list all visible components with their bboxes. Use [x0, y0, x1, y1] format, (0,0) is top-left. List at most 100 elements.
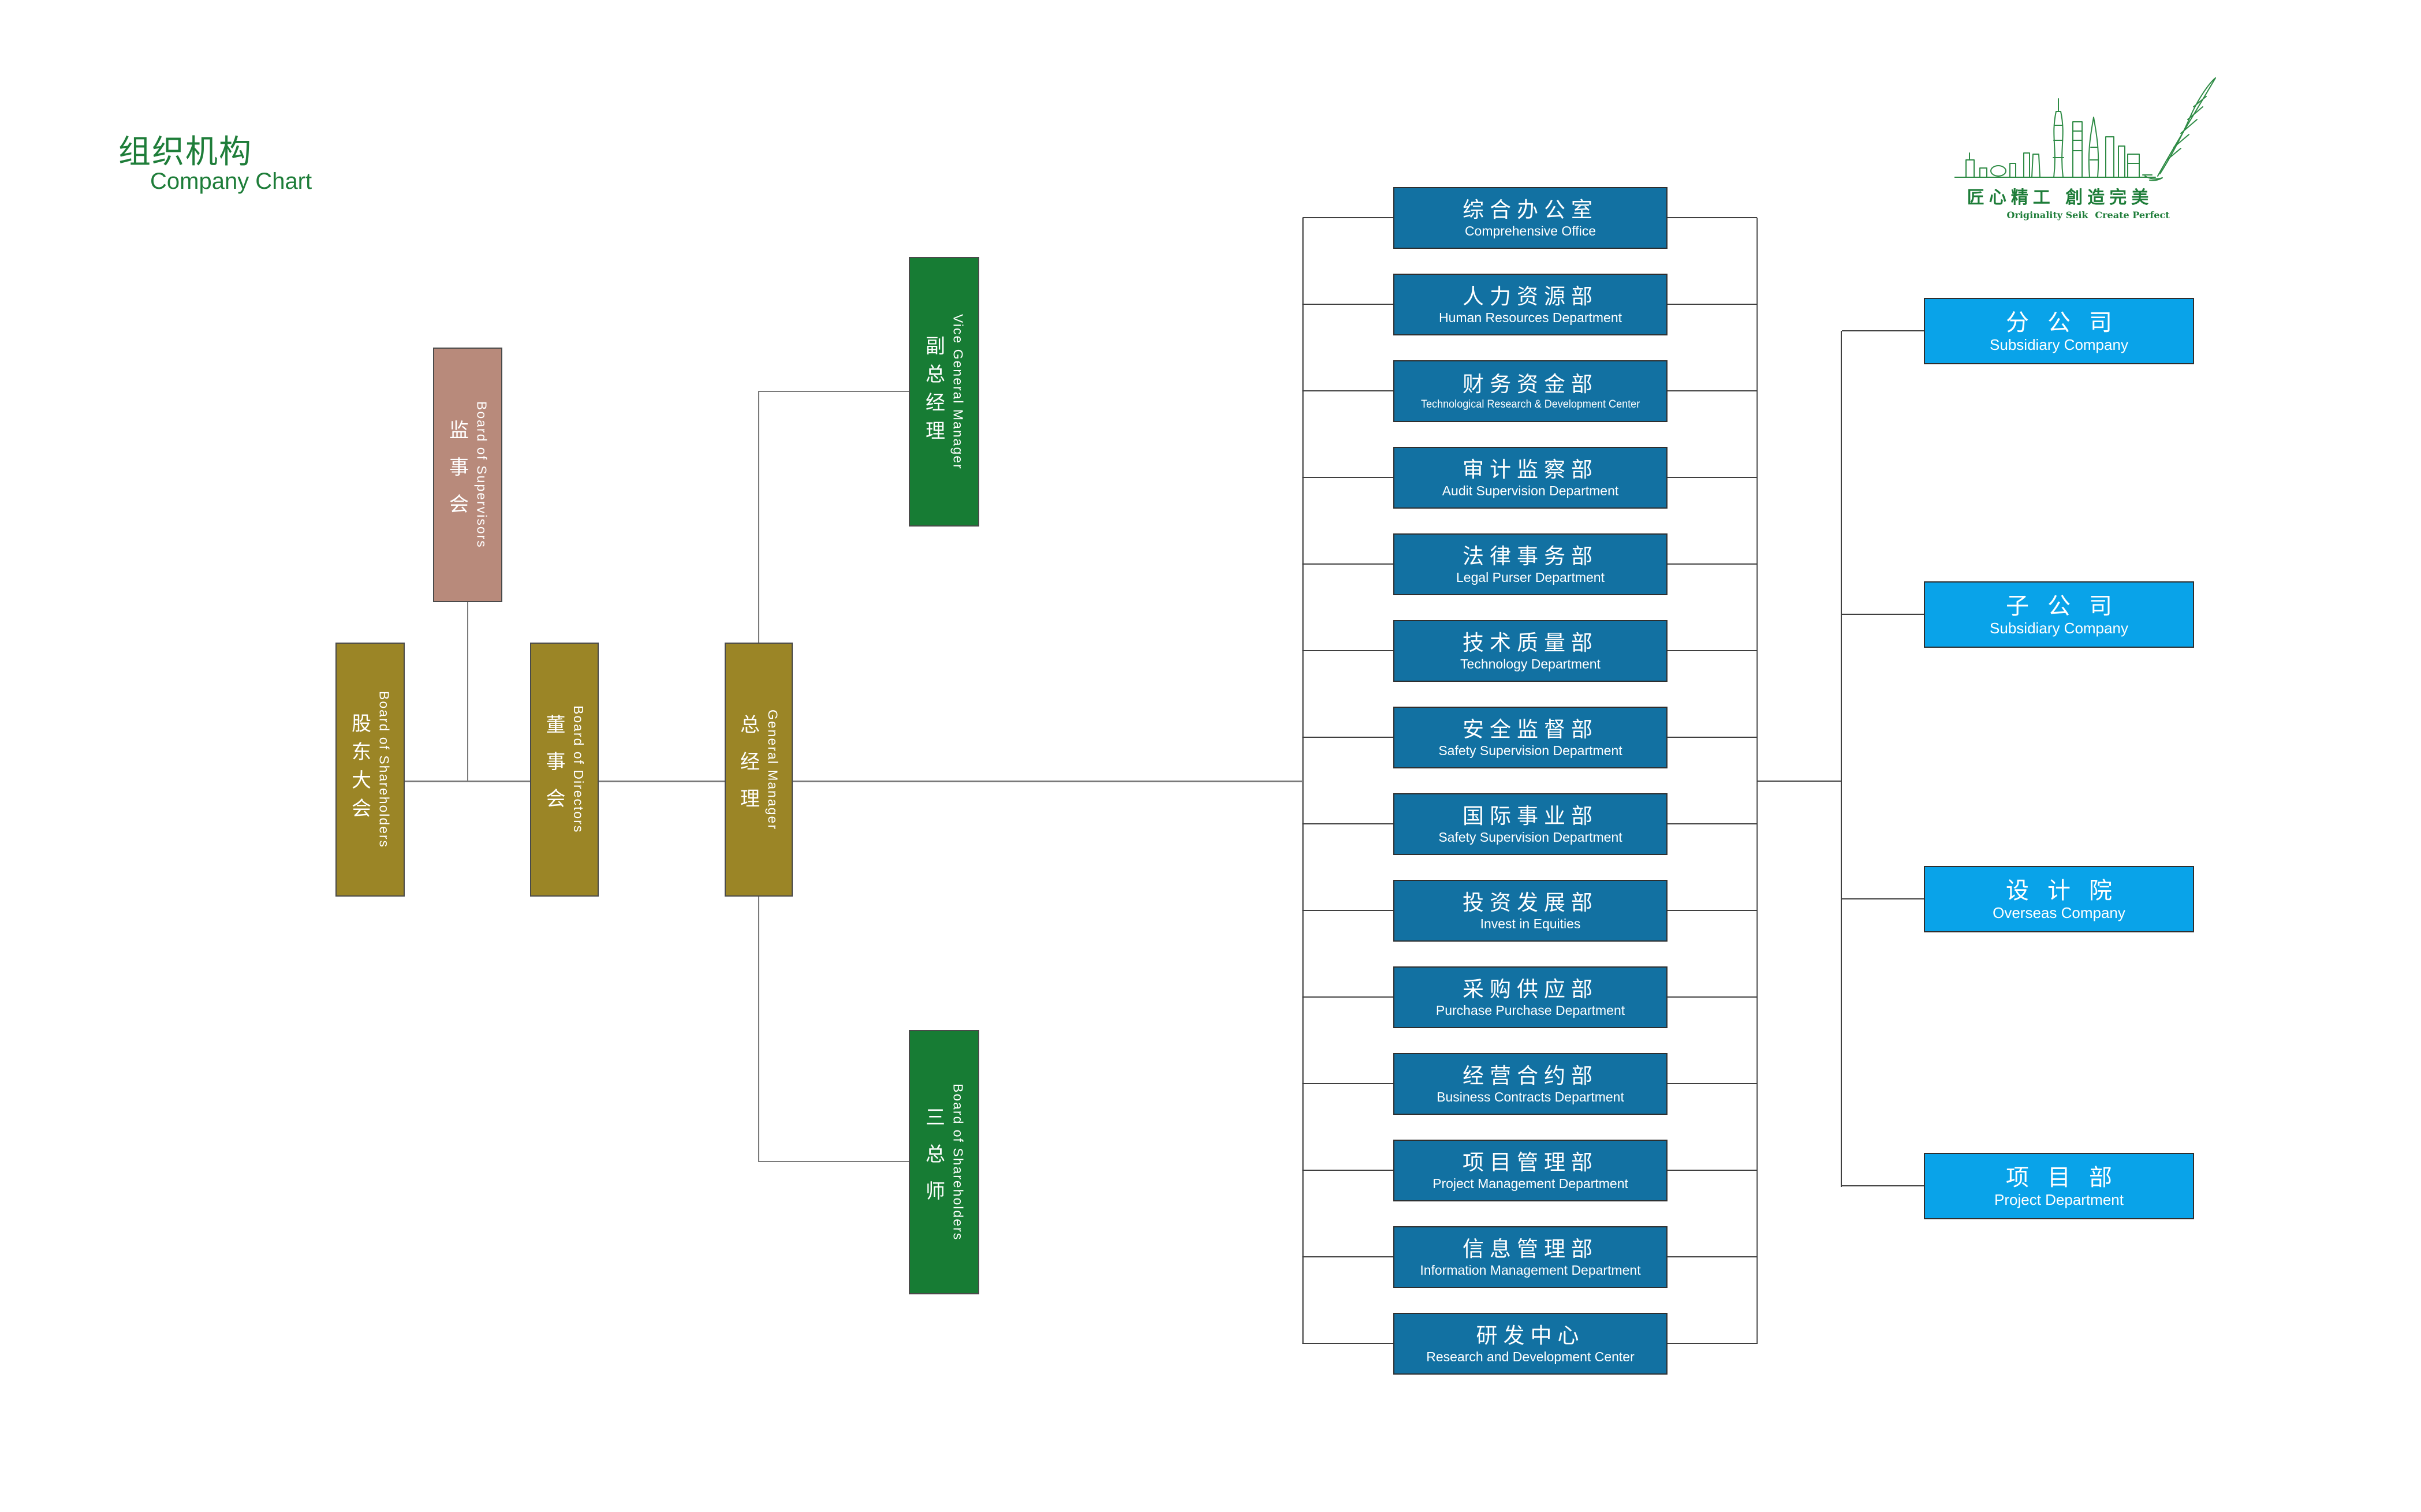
connector-stub	[1303, 304, 1393, 305]
connector-stub	[1668, 390, 1757, 391]
dept-label-en: Technological Research & Development Cen…	[1420, 398, 1640, 410]
connector-stub	[1668, 1083, 1757, 1084]
node-department: 信息管理部 Information Management Department	[1393, 1226, 1668, 1288]
node-subsidiary: 项目部 Project Department	[1924, 1153, 2194, 1219]
node-three-chiefs: 三总师 Board of Shareholders	[909, 1030, 979, 1294]
connector-stub	[1842, 614, 1924, 615]
sub-label-en: Subsidiary Company	[1990, 336, 2128, 354]
dept-label-cn: 技术质量部	[1463, 631, 1598, 655]
dept-label-en: Research and Development Center	[1426, 1349, 1635, 1365]
node-label-en: General Manager	[765, 709, 781, 830]
node-subsidiary: 设计院 Overseas Company	[1924, 866, 2194, 932]
connector-stub	[1668, 910, 1757, 911]
sub-label-cn: 设计院	[2006, 878, 2131, 904]
dept-label-en: Information Management Department	[1420, 1263, 1641, 1278]
page-subtitle: Company Chart	[150, 169, 312, 194]
dept-label-cn: 综合办公室	[1463, 198, 1598, 222]
node-department: 投资发展部 Invest in Equities	[1393, 880, 1668, 942]
dept-label-en: Legal Purser Department	[1456, 570, 1605, 585]
city-skyline-drawing	[1954, 98, 2156, 178]
sub-label-en: Subsidiary Company	[1990, 619, 2128, 637]
connector-stub	[1303, 563, 1393, 565]
connector-stub	[1668, 1343, 1757, 1344]
node-subsidiary: 子公司 Subsidiary Company	[1924, 581, 2194, 648]
node-subsidiary: 分公司 Subsidiary Company	[1924, 298, 2194, 364]
connector-stub	[1842, 1185, 1924, 1186]
connector-gm-up	[758, 391, 759, 643]
page-title: 组织机构	[118, 133, 252, 170]
connector-stub	[1668, 737, 1757, 738]
dept-label-cn: 项目管理部	[1463, 1151, 1598, 1175]
node-label-cn: 三总师	[922, 1107, 945, 1218]
connector-subs-bus	[1841, 331, 1842, 1187]
node-label-en: Board of Shareholders	[376, 690, 392, 849]
connector-stub	[1668, 477, 1757, 478]
dept-label-cn: 国际事业部	[1463, 804, 1598, 828]
connector-stub	[1303, 823, 1393, 824]
dept-label-en: Technology Department	[1460, 656, 1601, 672]
connector-stub	[1303, 390, 1393, 391]
connector-stub	[1668, 996, 1757, 998]
connector-dept-left-bus	[1302, 218, 1304, 1344]
connector-stub	[1842, 898, 1924, 899]
dept-label-en: Invest in Equities	[1480, 916, 1581, 932]
node-department: 法律事务部 Legal Purser Department	[1393, 533, 1668, 595]
connector-stub	[1668, 563, 1757, 565]
connector-stub	[1668, 650, 1757, 651]
connector-stub	[1668, 304, 1757, 305]
dept-label-en: Human Resources Department	[1438, 310, 1622, 326]
node-department: 采购供应部 Purchase Purchase Department	[1393, 966, 1668, 1028]
logo-slogan-cn: 匠心精工 創造完美	[1967, 188, 2153, 208]
sub-label-cn: 子公司	[2006, 593, 2131, 619]
connector-stub	[1668, 1170, 1757, 1171]
connector-stub	[1668, 217, 1757, 218]
logo-slogan-en-right: Create Perfect	[2095, 210, 2170, 221]
connector-stub	[1303, 477, 1393, 478]
node-label-cn: 总经理	[737, 714, 759, 825]
connector-stub	[1303, 1343, 1393, 1344]
dept-label-cn: 投资发展部	[1463, 891, 1598, 915]
connector-stub	[1842, 330, 1924, 331]
node-board-of-directors: 董事会 Board of Directors	[530, 643, 599, 897]
dept-label-cn: 人力资源部	[1463, 285, 1598, 309]
quill-icon	[2144, 77, 2216, 181]
dept-label-cn: 安全监督部	[1463, 718, 1598, 742]
dept-label-cn: 研发中心	[1476, 1324, 1585, 1348]
dept-label-cn: 采购供应部	[1463, 977, 1598, 1002]
node-department: 研发中心 Research and Development Center	[1393, 1313, 1668, 1375]
connector-stub	[1303, 1256, 1393, 1257]
connector-gm-down	[758, 897, 759, 1162]
dept-label-cn: 法律事务部	[1463, 544, 1598, 569]
connector-stub	[1303, 996, 1393, 998]
connector-gm-vgm	[758, 391, 909, 392]
connector-stub	[1303, 650, 1393, 651]
dept-label-en: Audit Supervision Department	[1442, 483, 1619, 499]
dept-label-en: Project Management Department	[1433, 1176, 1628, 1192]
node-label-en: Board of Supervisors	[474, 401, 490, 548]
node-department: 技术质量部 Technology Department	[1393, 620, 1668, 682]
node-department: 审计监察部 Audit Supervision Department	[1393, 447, 1668, 509]
node-label-en: Board of Directors	[571, 705, 586, 834]
dept-label-en: Business Contracts Department	[1437, 1089, 1624, 1105]
sub-label-en: Overseas Company	[1993, 904, 2125, 922]
node-department: 安全监督部 Safety Supervision Department	[1393, 707, 1668, 768]
node-board-of-shareholders: 股东大会 Board of Shareholders	[335, 643, 405, 897]
connector-stub	[1668, 823, 1757, 824]
node-label-en: Board of Shareholders	[950, 1083, 966, 1241]
dept-label-cn: 财务资金部	[1463, 372, 1598, 397]
node-department: 项目管理部 Project Management Department	[1393, 1140, 1668, 1201]
sub-label-cn: 项目部	[2006, 1165, 2131, 1191]
node-label-cn: 股东大会	[348, 713, 371, 826]
connector-trunk	[405, 781, 1303, 782]
node-department: 经营合约部 Business Contracts Department	[1393, 1053, 1668, 1115]
connector-stub	[1303, 1170, 1393, 1171]
dept-label-en: Comprehensive Office	[1464, 223, 1596, 239]
dept-label-en: Purchase Purchase Department	[1435, 1003, 1625, 1018]
dept-label-cn: 信息管理部	[1463, 1237, 1598, 1261]
logo-slogan-en-left: Originality Seik	[2006, 210, 2088, 221]
connector-stub	[1303, 737, 1393, 738]
connector-supervisors-drop	[467, 602, 468, 782]
node-label-cn: 副总经理	[922, 335, 945, 449]
connector-subs-link	[1757, 781, 1842, 782]
